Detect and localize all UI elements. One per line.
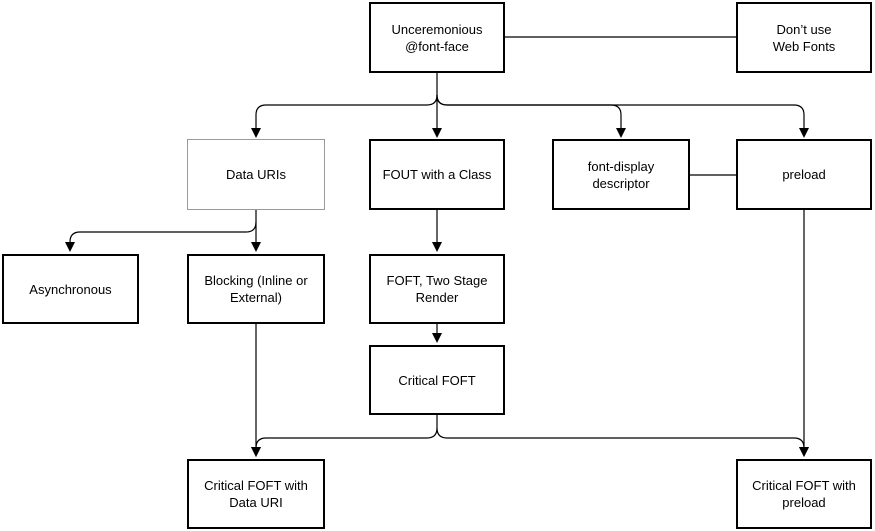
connector-to-font-display [436, 94, 626, 138]
node-critical-foft-data-uri-label: Critical FOFT with Data URI [204, 478, 308, 510]
node-critical-foft-with-data-uri: Critical FOFT with Data URI [187, 459, 325, 529]
node-critical-foft-with-preload: Critical FOFT with preload [736, 459, 872, 529]
node-foft-two-stage-render: FOFT, Two Stage Render [369, 254, 505, 324]
node-critical-foft: Critical FOFT [369, 345, 505, 415]
node-fout-with-a-class: FOUT with a Class [369, 139, 505, 210]
node-unceremonious-label: Unceremonious @font-face [391, 21, 483, 54]
connector-to-preload [436, 94, 809, 138]
connector-to-data-uris [251, 94, 438, 138]
node-data-uris-label: Data URIs [226, 167, 286, 182]
node-preload: preload [736, 139, 872, 210]
node-blocking: Blocking (Inline or External) [187, 254, 325, 324]
node-blocking-label: Blocking (Inline or External) [204, 273, 308, 305]
connector-to-asynchronous [65, 221, 257, 252]
node-asynchronous-label: Asynchronous [29, 281, 112, 297]
node-preload-label: preload [782, 167, 826, 182]
connector-to-critical-data-uri [251, 427, 438, 457]
node-critical-foft-preload-label: Critical FOFT with preload [752, 478, 856, 510]
node-fout-class-label: FOUT with a Class [382, 167, 492, 182]
node-dont-use-web-fonts: Don’t use Web Fonts [736, 2, 872, 73]
node-font-display-descriptor: font-display descriptor [552, 139, 690, 210]
node-dont-use-label: Don’t use Web Fonts [772, 21, 836, 54]
node-critical-foft-label: Critical FOFT [398, 372, 476, 388]
node-font-display-label: font-display descriptor [587, 158, 655, 191]
node-asynchronous: Asynchronous [2, 254, 139, 324]
node-unceremonious-font-face: Unceremonious @font-face [369, 2, 505, 73]
node-foft-two-stage-label: FOFT, Two Stage Render [386, 273, 488, 305]
connector-to-critical-preload [436, 427, 809, 457]
node-data-uris: Data URIs [187, 139, 325, 210]
